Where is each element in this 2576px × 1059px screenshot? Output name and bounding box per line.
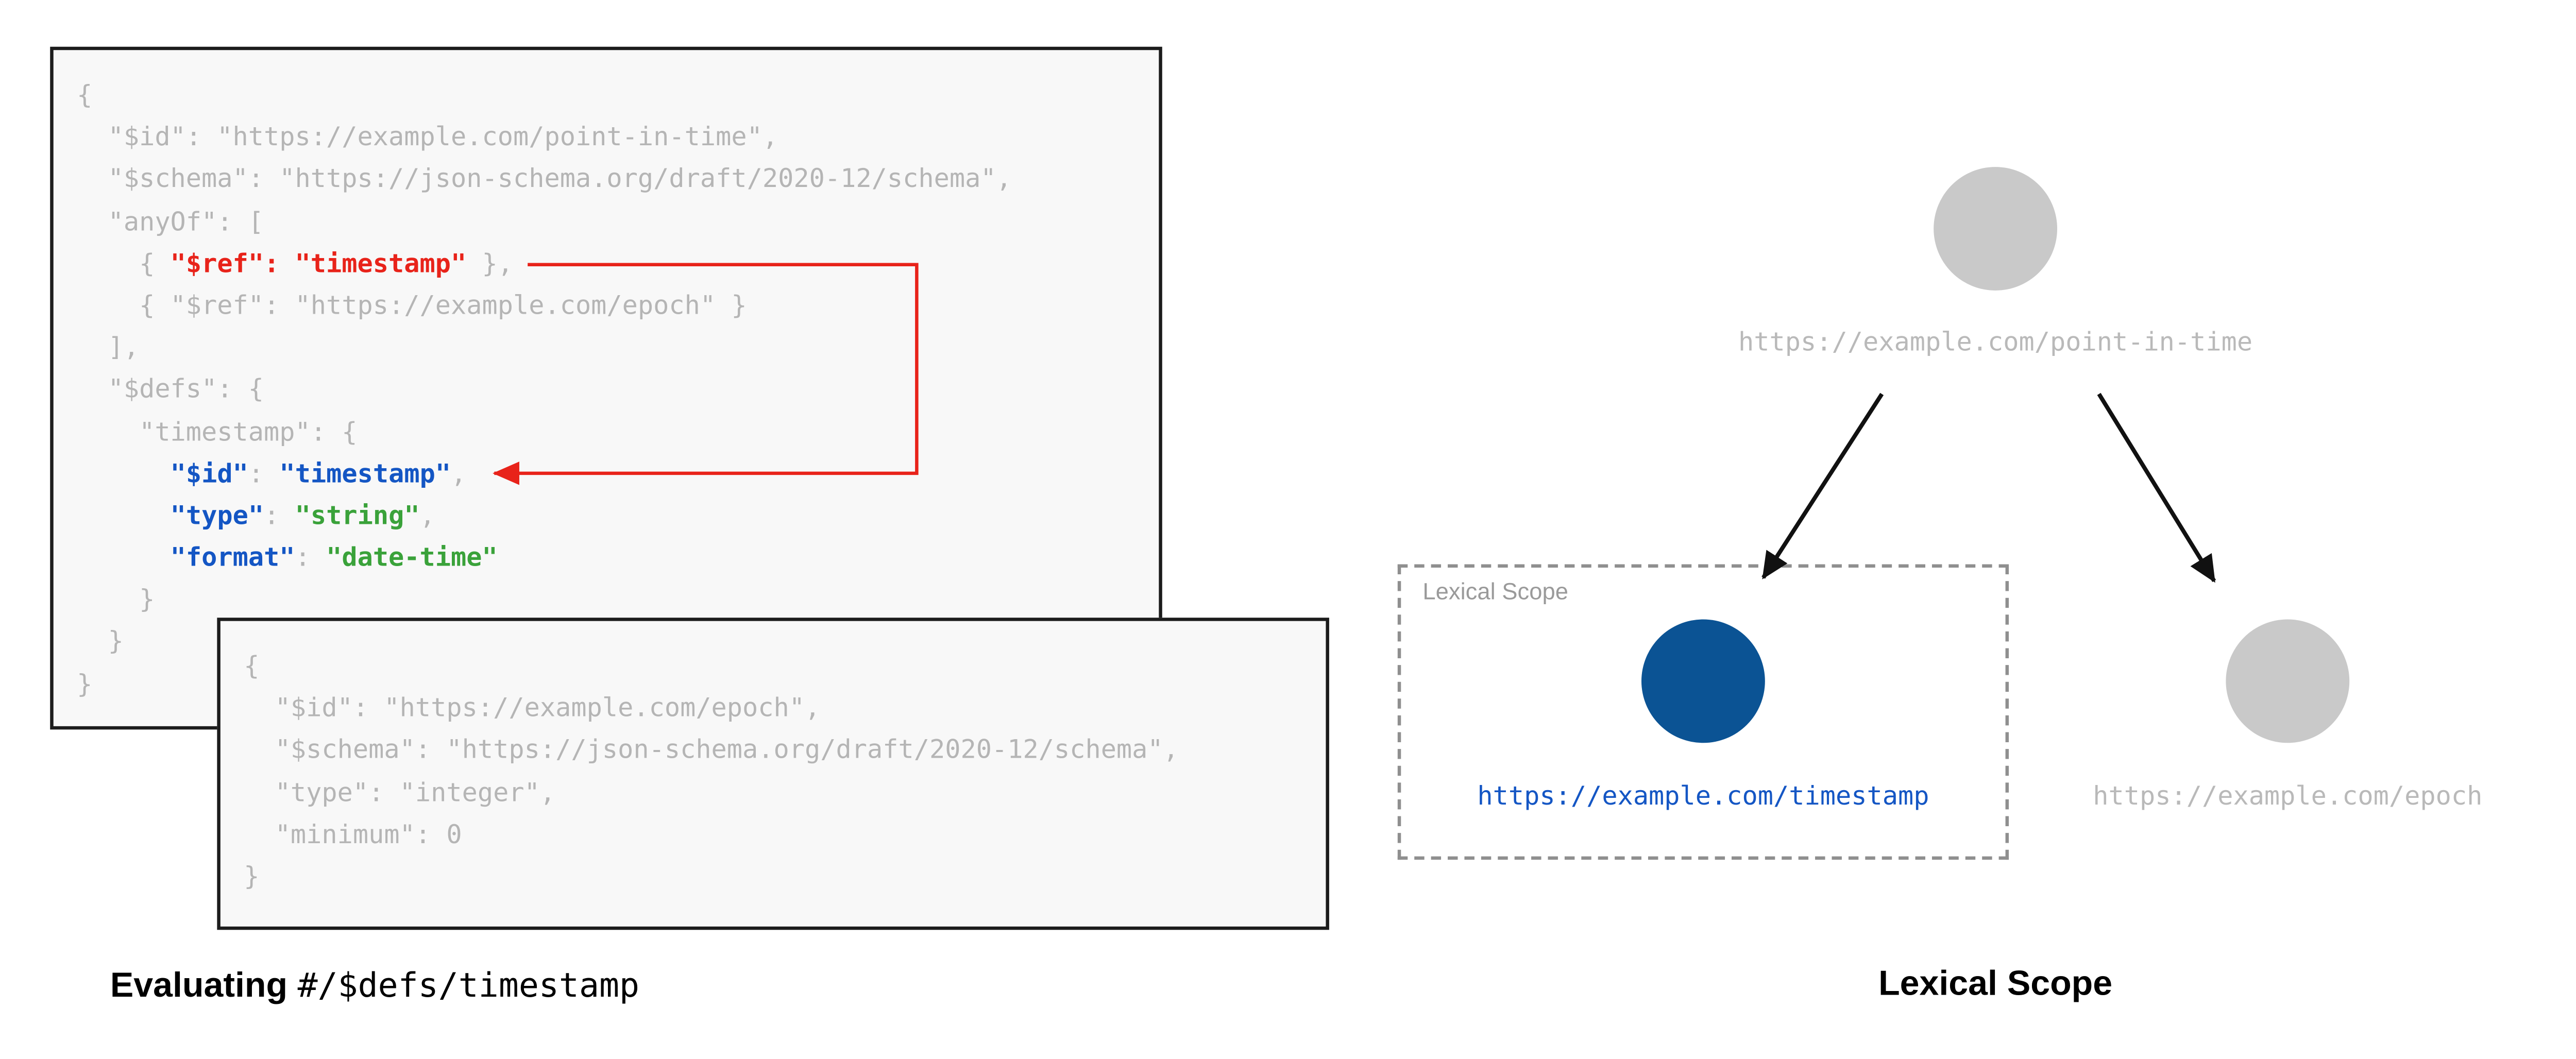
code-token: "$defs": { xyxy=(77,374,264,405)
code-token: } xyxy=(77,585,155,615)
schema-card-epoch: { "$id": "https://example.com/epoch", "$… xyxy=(217,618,1329,930)
code-token: "$id" xyxy=(170,458,248,489)
code-line: { "$ref": "timestamp" }, xyxy=(77,243,1136,285)
code-token: "$schema": "https://json-schema.org/draf… xyxy=(244,735,1179,765)
caption-evaluating-pointer: #/$defs/timestamp xyxy=(297,965,640,1005)
code-line: "format": "date-time" xyxy=(77,538,1136,580)
code-token: "$id": "https://example.com/epoch", xyxy=(244,693,821,724)
code-token xyxy=(77,458,171,488)
code-token: "anyOf": [ xyxy=(77,206,264,236)
code-line: ], xyxy=(77,328,1136,370)
code-token: }, xyxy=(466,248,514,279)
schema-card-point-in-time: { "$id": "https://example.com/point-in-t… xyxy=(50,46,1162,730)
code-token: } xyxy=(77,669,93,699)
code-line: "$id": "https://example.com/epoch", xyxy=(244,688,1302,730)
code-line: } xyxy=(244,856,1302,898)
edge-root-to-epoch xyxy=(2097,392,2216,583)
code-token: "minimum": 0 xyxy=(244,819,462,849)
code-token: { xyxy=(77,80,93,110)
code-line: } xyxy=(77,622,1136,664)
code-token: } xyxy=(77,626,124,657)
code-token: : xyxy=(248,458,280,489)
caption-lexical-scope: Lexical Scope xyxy=(1878,965,2113,1003)
code-line: } xyxy=(77,579,1136,622)
code-token: { xyxy=(244,651,260,681)
code-token: : xyxy=(295,542,327,573)
timestamp-node-label: https://example.com/timestamp xyxy=(1477,781,1929,812)
code-line: "$id": "https://example.com/point-in-tim… xyxy=(77,117,1136,159)
code-token: ], xyxy=(77,332,140,363)
code-line: "type": "integer", xyxy=(244,772,1302,814)
epoch-node-circle xyxy=(2226,619,2350,743)
code-line: "type": "string", xyxy=(77,496,1136,538)
code-line: "$schema": "https://json-schema.org/draf… xyxy=(77,159,1136,201)
schema-code-epoch: { "$id": "https://example.com/epoch", "$… xyxy=(221,621,1326,924)
code-token: "type" xyxy=(170,500,264,531)
code-token: "$schema": "https://json-schema.org/draf… xyxy=(77,164,1012,195)
edge-root-to-timestamp xyxy=(1761,392,1884,579)
code-token: "type": "integer", xyxy=(244,777,556,808)
code-token: "date-time" xyxy=(326,542,498,573)
code-line: "$defs": { xyxy=(77,369,1136,412)
code-line: { "$ref": "https://example.com/epoch" } xyxy=(77,285,1136,328)
code-token: , xyxy=(451,458,467,489)
code-line: "minimum": 0 xyxy=(244,814,1302,857)
lexical-scope-box-label: Lexical Scope xyxy=(1422,577,1568,605)
code-token: } xyxy=(244,861,260,892)
code-token: "$id": "https://example.com/point-in-tim… xyxy=(77,122,778,152)
code-token xyxy=(77,501,171,531)
code-line: "anyOf": [ xyxy=(77,201,1136,244)
root-node-label: https://example.com/point-in-time xyxy=(1738,327,2253,357)
code-token xyxy=(77,543,171,573)
code-token: "timestamp": { xyxy=(77,416,358,447)
code-token: "string" xyxy=(295,500,420,531)
code-token: : xyxy=(264,500,295,531)
lexical-scope-box: Lexical Scope xyxy=(1397,564,2009,860)
epoch-node-label: https://example.com/epoch xyxy=(2093,781,2483,812)
root-node-circle xyxy=(1934,167,2058,291)
caption-evaluating-word: Evaluating xyxy=(110,966,288,1005)
code-token: "format" xyxy=(170,542,295,573)
code-line: { xyxy=(77,75,1136,117)
code-token: , xyxy=(419,500,435,531)
code-token: "$ref": "timestamp" xyxy=(170,248,467,279)
code-line: } xyxy=(77,664,1136,706)
code-token: { xyxy=(77,248,171,279)
code-line: "timestamp": { xyxy=(77,412,1136,454)
code-line: { xyxy=(244,646,1302,688)
caption-evaluating: Evaluating#/$defs/timestamp xyxy=(110,965,639,1006)
code-token: { "$ref": "https://example.com/epoch" } xyxy=(77,290,747,321)
code-line: "$id": "timestamp", xyxy=(77,454,1136,496)
code-token: "timestamp" xyxy=(279,458,451,489)
code-line: "$schema": "https://json-schema.org/draf… xyxy=(244,730,1302,773)
